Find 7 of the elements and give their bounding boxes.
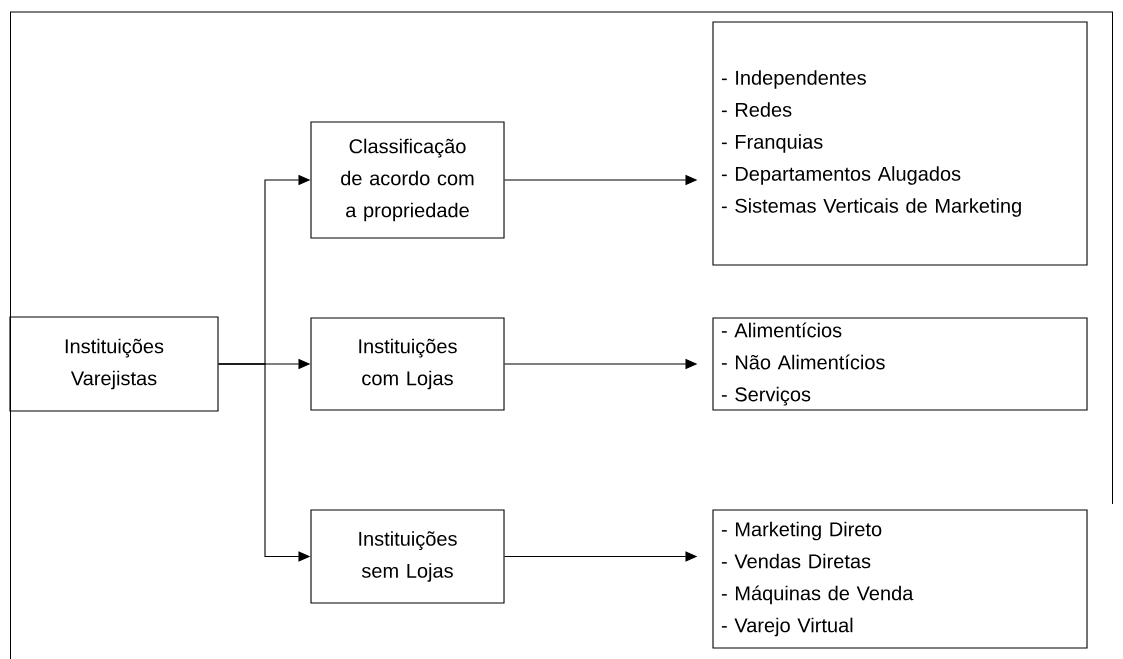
list-box: - Marketing Direto - Vendas Diretas - Máquinas de Venda - Varejo Virtual bbox=[712, 509, 1088, 649]
category-box: Instituições sem Lojas bbox=[310, 509, 505, 604]
category-box: Classificação de acordo com a propriedade bbox=[310, 121, 505, 239]
list-box: - Alimentícios - Não Alimentícios - Serviços bbox=[712, 317, 1088, 411]
list-box: - Independentes - Redes - Franquias - Departamentos Alugados - Sistemas Verticais de Marketing bbox=[712, 21, 1088, 266]
category-box: Instituições com Lojas bbox=[310, 317, 505, 411]
category-box: Instituições Varejistas bbox=[9, 316, 219, 412]
